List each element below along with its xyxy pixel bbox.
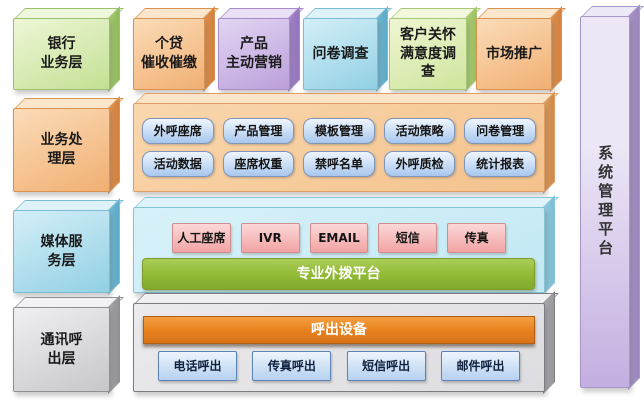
channel-ivr: IVR xyxy=(240,223,300,253)
outbound-device-bar: 呼出设备 xyxy=(143,316,535,344)
business-box-label: 个贷 催收催缴 xyxy=(133,18,205,90)
module-outbound-agent: 外呼座席 xyxy=(142,118,214,144)
module-campaign-data: 活动数据 xyxy=(142,151,214,177)
business-box-label: 市场推广 xyxy=(476,18,552,90)
output-phone-call: 电话呼出 xyxy=(158,351,237,381)
channel-sms: 短信 xyxy=(378,223,438,253)
module-row-2: 活动数据 座席权重 禁呼名单 外呼质检 统计报表 xyxy=(142,151,536,177)
business-box-market-promotion: 市场推广 xyxy=(476,6,566,92)
layer-label-business-process: 业务处 理层 xyxy=(13,96,124,194)
module-blocklist: 禁呼名单 xyxy=(303,151,375,177)
output-email-call: 邮件呼出 xyxy=(440,351,520,381)
business-box-loan-collection: 个贷 催收催缴 xyxy=(133,6,219,92)
layer-label-text: 业务处 理层 xyxy=(13,108,110,192)
system-management-platform-bar: 系统管理平台 xyxy=(580,4,644,390)
output-sms-call: 短信呼出 xyxy=(346,351,426,381)
layer-label-bank-business: 银行 业务层 xyxy=(13,6,124,92)
process-layer-container: 外呼座席 产品管理 模板管理 活动策略 问卷管理 活动数据 座席权重 禁呼名单 … xyxy=(133,91,559,194)
business-box-questionnaire: 问卷调查 xyxy=(303,6,392,92)
module-questionnaire-mgmt: 问卷管理 xyxy=(464,118,536,144)
channel-row: 人工座席 IVR EMAIL 短信 传真 xyxy=(172,223,506,253)
business-box-label: 产品 主动营销 xyxy=(218,18,290,90)
media-layer-panel: 人工座席 IVR EMAIL 短信 传真 专业外拨平台 xyxy=(133,207,545,293)
layer-label-text: 通讯呼 出层 xyxy=(13,307,110,392)
channel-human-agent: 人工座席 xyxy=(172,223,231,253)
business-box-product-marketing: 产品 主动营销 xyxy=(218,6,304,92)
module-campaign-strategy: 活动策略 xyxy=(383,118,456,144)
business-box-label: 问卷调查 xyxy=(303,18,378,90)
module-row-1: 外呼座席 产品管理 模板管理 活动策略 问卷管理 xyxy=(142,118,536,144)
module-statistics-report: 统计报表 xyxy=(464,151,536,177)
module-agent-weight: 座席权重 xyxy=(222,151,295,177)
layer-label-text: 媒体服 务层 xyxy=(13,210,110,293)
module-call-qa: 外呼质检 xyxy=(383,151,456,177)
telecom-layer-panel: 呼出设备 电话呼出 传真呼出 短信呼出 邮件呼出 xyxy=(133,303,545,392)
channel-email: EMAIL xyxy=(309,223,369,253)
business-box-label: 客户关怀 满意度调 查 xyxy=(389,18,467,90)
media-layer-container: 人工座席 IVR EMAIL 短信 传真 专业外拨平台 xyxy=(133,195,559,295)
layer-label-telecom-outbound: 通讯呼 出层 xyxy=(13,295,124,394)
module-template-mgmt: 模板管理 xyxy=(303,118,375,144)
layer-label-text: 银行 业务层 xyxy=(13,18,110,90)
outbound-platform-bar: 专业外拨平台 xyxy=(142,258,535,290)
telecom-layer-container: 呼出设备 电话呼出 传真呼出 短信呼出 邮件呼出 xyxy=(133,291,559,394)
layer-label-media-service: 媒体服 务层 xyxy=(13,198,124,295)
module-product-mgmt: 产品管理 xyxy=(222,118,295,144)
output-row: 电话呼出 传真呼出 短信呼出 邮件呼出 xyxy=(158,351,520,381)
channel-fax: 传真 xyxy=(447,223,506,253)
process-layer-panel: 外呼座席 产品管理 模板管理 活动策略 问卷管理 活动数据 座席权重 禁呼名单 … xyxy=(133,103,545,192)
output-fax-call: 传真呼出 xyxy=(252,351,332,381)
system-management-platform-label: 系统管理平台 xyxy=(580,16,630,388)
business-box-customer-care: 客户关怀 满意度调 查 xyxy=(389,6,481,92)
